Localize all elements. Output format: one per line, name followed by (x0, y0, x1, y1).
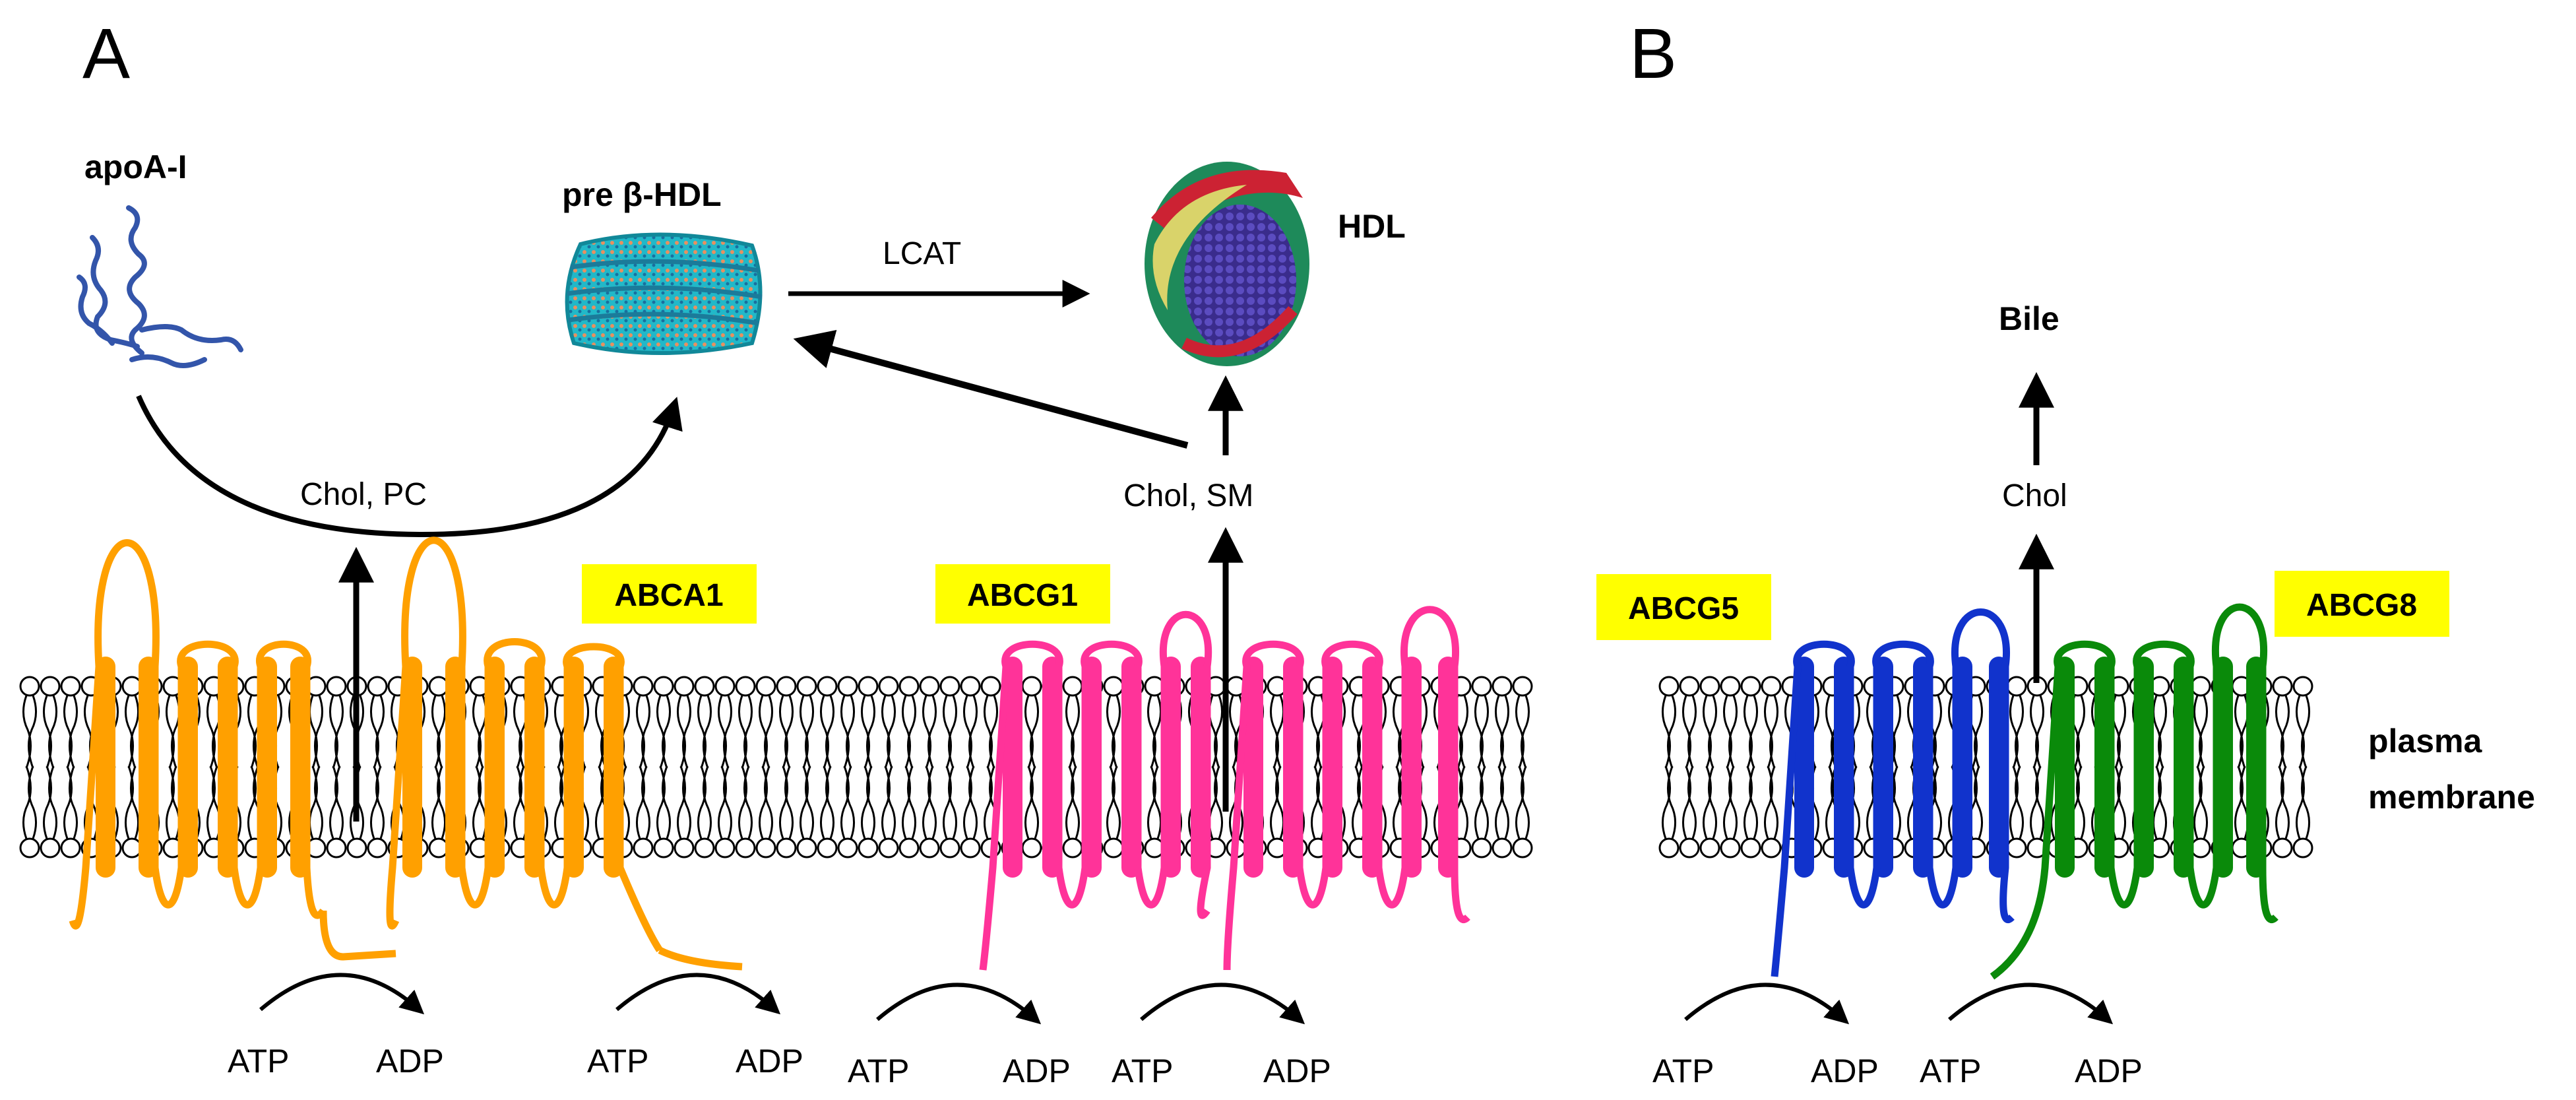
prebeta-hdl-particle (565, 232, 763, 355)
prebeta-hdl-label: pre β-HDL (562, 176, 722, 213)
atp-hydrolysis-arrow (1948, 983, 2114, 1025)
abca1-transporter (69, 536, 743, 971)
atp-label: ATP (1652, 1052, 1714, 1089)
panel-label-a: A (82, 13, 130, 93)
svg-text:ABCG8: ABCG8 (2306, 588, 2417, 623)
abcg1-transporter (979, 606, 1470, 971)
atp-label: ATP (848, 1052, 910, 1089)
svg-text:ABCG5: ABCG5 (1628, 591, 1739, 626)
atp-label: ATP (1920, 1052, 1982, 1089)
atp-hydrolysis-group: ATP ADP ATP ADP ATP ADP ATP ADP ATP ADP ATP ADP (228, 973, 2143, 1089)
atp-label: ATP (228, 1043, 290, 1080)
adp-label: ADP (1811, 1052, 1879, 1089)
abca1-tag: ABCA1 (582, 564, 757, 624)
lipidation-curve-arrow (136, 395, 683, 538)
adp-label: ADP (376, 1043, 444, 1080)
adp-label: ADP (2075, 1052, 2143, 1089)
atp-label: ATP (587, 1043, 649, 1080)
atp-hydrolysis-arrow (1140, 983, 1305, 1025)
chol-pc-label: Chol, PC (300, 477, 427, 512)
chol-label: Chol (2002, 478, 2067, 513)
chol-sm-label: Chol, SM (1123, 478, 1253, 513)
efflux-to-prebeta-arrow (793, 330, 1189, 449)
atp-hydrolysis-arrow (876, 983, 1042, 1025)
svg-text:ABCA1: ABCA1 (614, 578, 723, 613)
atp-hydrolysis-arrow (259, 973, 425, 1015)
abcg5-tag: ABCG5 (1596, 574, 1771, 640)
hdl-particle (1145, 162, 1309, 366)
atp-label: ATP (1112, 1052, 1174, 1089)
abcg8-tag: ABCG8 (2275, 571, 2449, 637)
adp-label: ADP (1003, 1052, 1071, 1089)
plasma-membrane-a (19, 676, 1533, 858)
bile-label: Bile (1999, 300, 2059, 337)
panel-label-b: B (1629, 13, 1677, 93)
abcg5-transporter (1771, 608, 2015, 977)
atp-hydrolysis-arrow (615, 973, 781, 1015)
lcat-label: LCAT (883, 236, 961, 271)
svg-text:ABCG1: ABCG1 (967, 578, 1078, 613)
membrane-label: membrane (2368, 779, 2535, 816)
hdl-label: HDL (1338, 208, 1406, 245)
plasma-label: plasma (2368, 723, 2483, 760)
abcg1-tag: ABCG1 (935, 564, 1110, 624)
apoa1-structure (77, 205, 243, 368)
abcg8-transporter (1990, 603, 2278, 980)
apoa1-label: apoA-I (84, 148, 187, 185)
atp-hydrolysis-arrow (1684, 983, 1850, 1025)
adp-label: ADP (736, 1043, 803, 1080)
adp-label: ADP (1263, 1052, 1331, 1089)
